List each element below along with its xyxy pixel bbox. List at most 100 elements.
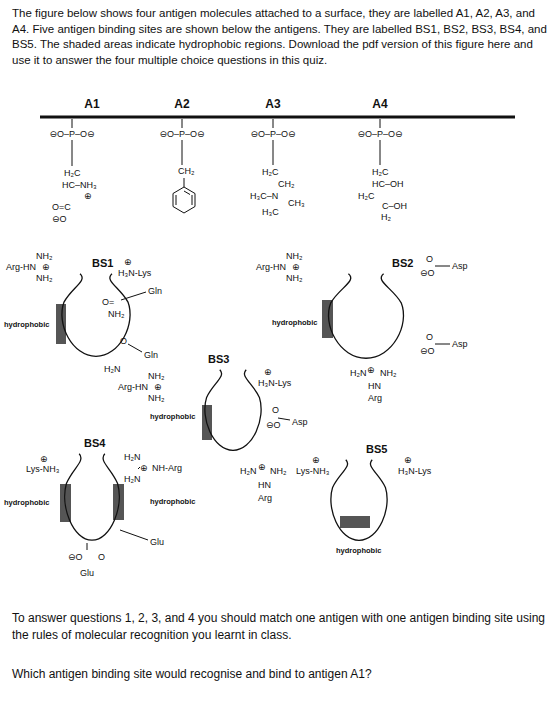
chem-group: H₃C xyxy=(262,207,279,217)
charge-symbol: ⊕ xyxy=(42,262,50,272)
site-label: BS4 xyxy=(84,437,105,449)
chem-group: NH₂ xyxy=(36,273,53,283)
benzene-ring xyxy=(173,187,195,213)
chem-group: HN xyxy=(258,480,271,490)
region-label: hydrophobic xyxy=(336,546,381,556)
region-label: hydrophobic xyxy=(150,497,195,507)
binding-site: BS4 xyxy=(60,452,124,542)
binding-site-outline xyxy=(322,272,410,360)
question-text: Which antigen binding site would recogni… xyxy=(12,666,548,683)
region-label: hydrophobic xyxy=(4,320,49,330)
bond xyxy=(138,467,140,469)
chem-group: NH₂ xyxy=(148,393,165,403)
antigen-label: A3 xyxy=(265,98,280,111)
chem-group: HN xyxy=(368,381,381,391)
hydrophobic-regions xyxy=(56,300,370,528)
charge-symbol: ⊕ xyxy=(292,262,300,272)
bond xyxy=(182,140,183,165)
bonds xyxy=(40,117,515,550)
phosphate-group: ⊖O–P–O⊖ xyxy=(357,129,402,139)
residue-name: Asp xyxy=(292,417,308,427)
chem-group: NH₂ xyxy=(108,309,125,319)
chem-group: O xyxy=(426,332,433,342)
chem-group: ⊖O xyxy=(52,214,67,224)
bond xyxy=(72,119,73,128)
chem-group: NH₂ xyxy=(286,251,303,261)
residue-name: Gln xyxy=(148,286,162,296)
chem-group: O xyxy=(426,254,433,264)
intro-text: The figure below shows four antigen mole… xyxy=(12,6,548,68)
bond xyxy=(192,195,193,205)
chem-group: NH₂ xyxy=(286,273,303,283)
antigen-label: A1 xyxy=(84,98,99,111)
binding-pocket xyxy=(65,454,120,540)
bond xyxy=(435,344,450,345)
chem-group: O xyxy=(120,336,127,346)
chem-group: ⊖O xyxy=(266,420,281,430)
residue-name: Glu xyxy=(80,568,94,578)
bond xyxy=(273,119,274,128)
bond xyxy=(278,418,290,420)
chem-group: H₂C xyxy=(372,167,389,177)
chem-group: CH₃ xyxy=(288,198,305,208)
bond xyxy=(380,140,381,165)
residue-name: Lys-NH₃ xyxy=(26,464,59,474)
bond xyxy=(184,191,190,195)
chem-group: O=C xyxy=(52,202,71,212)
residue-name: H₃N-Lys xyxy=(258,378,291,388)
bond xyxy=(121,292,146,300)
residue-name: H₃N-Lys xyxy=(118,268,151,278)
chem-group: H₃C–N xyxy=(250,191,278,201)
chem-group: H₂C xyxy=(358,191,375,201)
residue-name: NH-Arg xyxy=(152,463,182,473)
chem-group: ⊖O xyxy=(420,268,435,278)
hydrophobic-patch xyxy=(56,304,66,344)
bond xyxy=(72,140,73,166)
antigen-label: A2 xyxy=(174,98,189,111)
chem-group: NH₂ xyxy=(148,371,165,381)
residue-name: H₃N-Lys xyxy=(398,466,431,476)
charge-symbol: ⊕ xyxy=(40,454,48,464)
bond xyxy=(184,178,185,187)
binding-site: BS3 xyxy=(200,368,266,452)
charge-symbol: ⊕ xyxy=(140,463,148,473)
residue-name: Glu xyxy=(150,537,164,547)
region-label: hydrophobic xyxy=(272,318,317,328)
chem-group: O xyxy=(272,405,279,415)
charge-symbol: ⊕ xyxy=(312,455,320,465)
residue-name: Asp xyxy=(452,261,468,271)
residue-name: Arg-HN xyxy=(6,262,36,272)
site-label: BS1 xyxy=(92,257,113,269)
region-label: hydrophobic xyxy=(4,498,49,508)
bond xyxy=(176,195,177,205)
residue-name: Arg xyxy=(258,493,272,503)
charge-symbol: ⊕ xyxy=(124,257,132,267)
residue-name: Lys-NH₃ xyxy=(296,466,329,476)
binding-site-outline xyxy=(326,458,392,542)
phosphate-group: ⊖O–P–O⊖ xyxy=(250,129,295,139)
chem-group: CH₂ xyxy=(178,166,195,176)
charge-symbol: ⊕ xyxy=(264,367,272,377)
residue-name: Arg xyxy=(368,393,382,403)
chem-group: CH₂ xyxy=(278,179,295,189)
residue-name: Arg-HN xyxy=(118,382,148,392)
chem-group: HC–NH₃ xyxy=(62,180,97,190)
binding-pocket xyxy=(329,274,404,358)
question-instructions: To answer questions 1, 2, 3, and 4 you s… xyxy=(12,610,548,644)
bond xyxy=(120,530,148,540)
chem-group: H₂N xyxy=(240,466,257,476)
bond xyxy=(87,543,88,550)
chem-group: H₂C xyxy=(262,167,279,177)
phosphate-group: ⊖O–P–O⊖ xyxy=(49,129,94,139)
surface-bar xyxy=(40,116,515,119)
bond xyxy=(380,119,381,128)
binding-pocket xyxy=(62,274,130,357)
chem-group: H₂N xyxy=(124,452,141,462)
antigen-label: A4 xyxy=(372,98,387,111)
charge-symbol: ⊕ xyxy=(367,365,375,375)
binding-site-outline xyxy=(200,368,266,452)
phosphate-group: ⊖O–P–O⊖ xyxy=(159,129,204,139)
chem-group: H₂N xyxy=(350,368,367,378)
charge-symbol: ⊕ xyxy=(404,455,412,465)
charge-symbol: ⊕ xyxy=(154,382,162,392)
